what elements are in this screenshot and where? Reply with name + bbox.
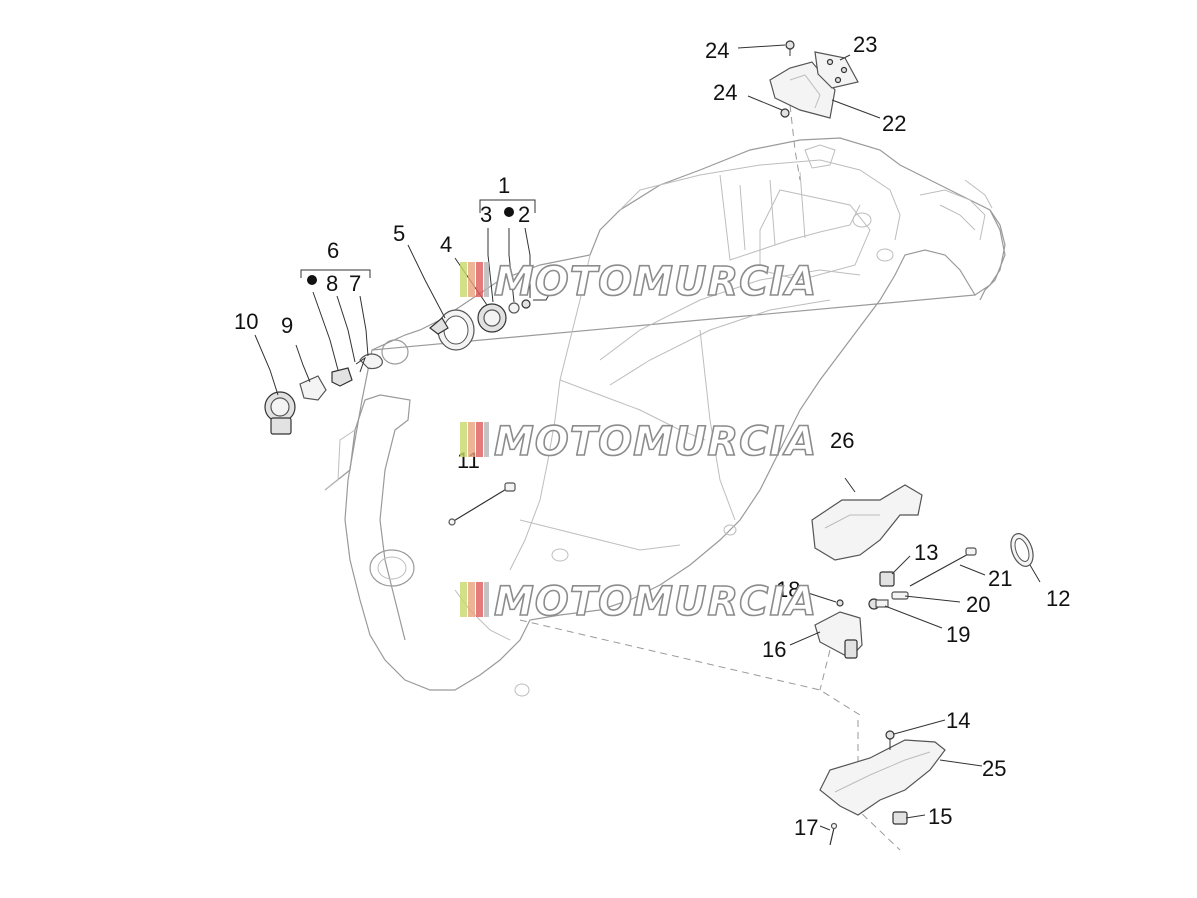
scooter-frame-drawing	[324, 137, 1006, 697]
part-12-o-ring	[1010, 533, 1034, 567]
part-13-clip	[879, 571, 895, 587]
watermark-middle: MOTOMURCIA	[460, 418, 817, 466]
part-11-cable	[448, 482, 516, 526]
watermark-stripe	[460, 582, 467, 617]
callout-22: 22	[882, 111, 906, 136]
callout-3: 3	[480, 202, 492, 227]
watermark-stripe	[476, 582, 483, 617]
part-24-screw-top	[785, 40, 795, 56]
watermark-stripe	[468, 262, 475, 297]
part-17-pin	[829, 822, 838, 846]
callout-labels: 1 2 3 4 5 6 7 8 9 10 11 12 13 14 15 16 1…	[234, 32, 1070, 840]
watermark-stripe	[484, 582, 489, 617]
callout-9: 9	[281, 313, 293, 338]
part-23-hinge-plate	[814, 51, 859, 89]
callout-5: 5	[393, 221, 405, 246]
watermark-stripe	[484, 422, 489, 457]
callout-23: 23	[853, 32, 877, 57]
watermark-stripe	[460, 422, 467, 457]
part-8-key-barrel	[331, 367, 353, 387]
watermark-stripe	[460, 262, 467, 297]
callout-12: 12	[1046, 586, 1070, 611]
part-4-cylinder	[477, 303, 507, 333]
part-14-screw	[885, 730, 895, 750]
part-9-cap	[299, 375, 327, 401]
callout-19: 19	[946, 622, 970, 647]
watermark-bottom: MOTOMURCIA	[460, 578, 817, 626]
bullet-dot	[307, 275, 317, 285]
part-5-ring	[429, 309, 475, 351]
part-3-washer	[508, 302, 520, 314]
callout-14: 14	[946, 708, 970, 733]
part-19-bolt	[868, 598, 889, 610]
watermark-top: MOTOMURCIA	[460, 258, 817, 306]
watermark-text: MOTOMURCIA	[494, 579, 817, 625]
callout-26: 26	[830, 428, 854, 453]
callout-25: 25	[982, 756, 1006, 781]
part-26-cover	[811, 484, 923, 561]
part-15-nut	[892, 811, 908, 825]
bullet-markers	[307, 207, 514, 285]
watermark-stripe	[468, 582, 475, 617]
callout-16: 16	[762, 637, 786, 662]
callout-17: 17	[794, 815, 818, 840]
part-7-spring-clip	[355, 353, 383, 373]
callout-8: 8	[326, 271, 338, 296]
callout-13: 13	[914, 540, 938, 565]
part-16-actuator	[814, 611, 863, 659]
callout-20: 20	[966, 592, 990, 617]
callout-2: 2	[518, 202, 530, 227]
callout-24-top: 24	[705, 38, 729, 63]
callout-24-lower: 24	[713, 80, 737, 105]
callout-6: 6	[327, 238, 339, 263]
part-10-ignition-lock	[264, 391, 296, 435]
callout-15: 15	[928, 804, 952, 829]
watermark-stripe	[476, 262, 483, 297]
part-22-bracket	[769, 61, 836, 119]
callout-4: 4	[440, 232, 452, 257]
callout-10: 10	[234, 309, 258, 334]
part-21-rod	[909, 547, 977, 587]
assembly-guide-lines	[519, 104, 901, 851]
part-18-screw	[836, 599, 844, 607]
watermark-text: MOTOMURCIA	[494, 259, 817, 305]
watermark-text: MOTOMURCIA	[494, 419, 817, 465]
callout-21: 21	[988, 566, 1012, 591]
watermark-stripe	[484, 262, 489, 297]
callout-18: 18	[776, 577, 800, 602]
part-25-tray	[819, 739, 946, 816]
part-2-spring	[521, 292, 551, 309]
bullet-dot	[504, 207, 514, 217]
callout-7: 7	[349, 271, 361, 296]
part-20-spring	[891, 591, 909, 600]
watermark-stripe	[468, 422, 475, 457]
part-24-screw-lower	[780, 108, 790, 118]
callout-1: 1	[498, 173, 510, 198]
watermark-stripe	[476, 422, 483, 457]
